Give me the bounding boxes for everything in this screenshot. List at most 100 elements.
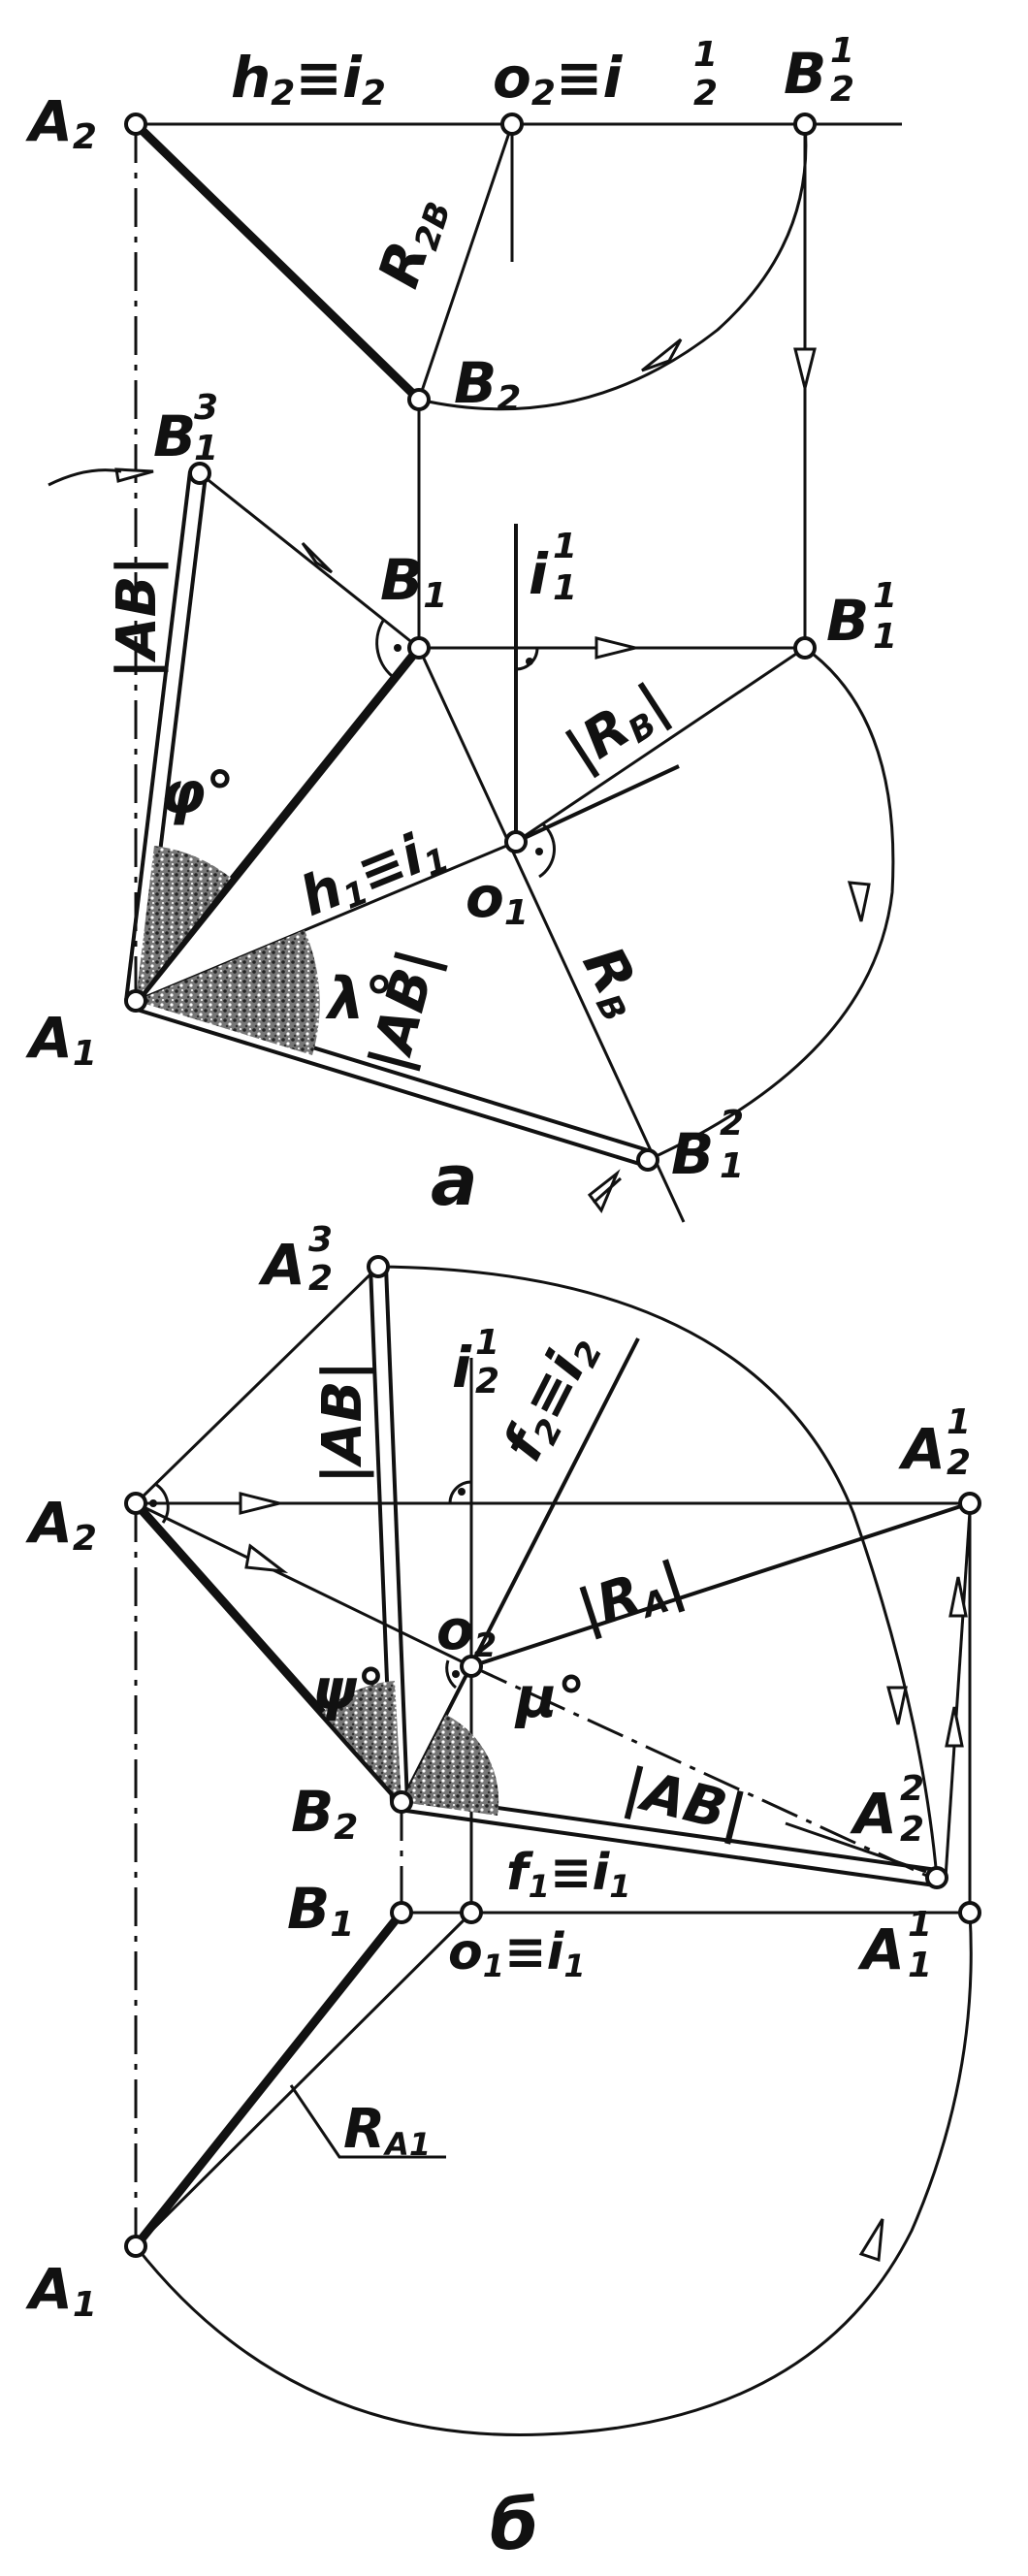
label-b11-sub: 1 bbox=[873, 617, 897, 657]
label-i21-sup: 1 bbox=[475, 1323, 499, 1363]
label-b12: B bbox=[671, 1121, 714, 1187]
caption-a: а bbox=[431, 1140, 478, 1221]
label-i11-sub: 1 bbox=[553, 568, 577, 608]
radius-rb-abs bbox=[515, 646, 806, 844]
label-a21: A bbox=[898, 1416, 946, 1482]
label-i11-sup: 1 bbox=[553, 527, 577, 566]
point-b13 bbox=[188, 462, 211, 485]
label-r2b: R2B bbox=[366, 188, 460, 297]
label-b12-sub: 1 bbox=[720, 1146, 744, 1186]
right-angle-i11 bbox=[515, 647, 539, 671]
right-angle-b1 bbox=[375, 620, 397, 681]
segment-a1-b1-b bbox=[132, 1910, 405, 2249]
label-a23: A bbox=[258, 1232, 305, 1298]
label-b11-sup: 1 bbox=[873, 576, 897, 616]
label-b13-sub: 1 bbox=[194, 429, 218, 468]
label-i21-sub: 2 bbox=[475, 1362, 499, 1401]
label-a21-sup: 1 bbox=[947, 1402, 971, 1442]
label-lambda: λ° bbox=[325, 965, 394, 1033]
label-f2-i2: f2≡i2 bbox=[492, 1323, 611, 1472]
arc-a1-a11 bbox=[134, 1912, 973, 2436]
label-a11: A bbox=[857, 1916, 905, 1982]
label-b21: B bbox=[784, 41, 826, 107]
arrow-arc-b2 bbox=[641, 338, 683, 372]
label-b2: B2 bbox=[454, 350, 521, 419]
label-f1-i1: f1≡i1 bbox=[506, 1844, 631, 1905]
label-b11: B bbox=[826, 588, 869, 654]
label-b1-b: B1 bbox=[287, 1876, 354, 1945]
label-o1: o1 bbox=[466, 864, 529, 933]
radius-r2b bbox=[417, 123, 514, 401]
part-b: A 3 2 |AB| i 1 2 f2≡i2 A 1 2 A2 |RA| ψ° … bbox=[25, 1220, 981, 2565]
arrow-b1-b13 bbox=[301, 541, 334, 574]
label-o2-i21-sup: 1 bbox=[693, 35, 718, 75]
line-o2-a22 bbox=[470, 1664, 932, 1880]
point-o2-b bbox=[460, 1655, 483, 1678]
label-ra1: RA1 bbox=[343, 2098, 431, 2163]
label-b21-sub: 2 bbox=[830, 70, 854, 110]
arc-b11-b12 bbox=[647, 646, 895, 1162]
arrow-a2-o2 bbox=[244, 1543, 289, 1574]
label-h2-i2: h2≡i2 bbox=[231, 45, 386, 113]
point-b2-b bbox=[390, 1790, 413, 1814]
line-a22-a21 bbox=[944, 1510, 972, 1879]
label-b13-sup: 3 bbox=[194, 388, 218, 428]
point-b1 bbox=[407, 636, 431, 660]
point-a2 bbox=[124, 113, 147, 136]
label-i21: i bbox=[452, 1335, 472, 1401]
label-o1-i1-b: o1≡i1 bbox=[448, 1923, 586, 1984]
label-ra-abs: |RA| bbox=[570, 1549, 692, 1645]
label-b1: B1 bbox=[380, 547, 447, 616]
arrow-b13-in bbox=[114, 467, 154, 483]
arc-a23-a22 bbox=[377, 1265, 939, 1879]
point-b2 bbox=[407, 388, 431, 411]
arrow-arc-b11 bbox=[847, 881, 871, 922]
line-b1-b13 bbox=[199, 471, 420, 650]
point-a2-b bbox=[124, 1492, 147, 1515]
segment-ab-true-vert-1 bbox=[124, 470, 192, 1002]
label-a11-sup: 1 bbox=[908, 1905, 932, 1945]
line-rb bbox=[417, 647, 686, 1223]
label-a2: A2 bbox=[25, 88, 97, 157]
label-a23-sub: 2 bbox=[308, 1259, 333, 1299]
angle-mu-fill bbox=[402, 1715, 499, 1816]
label-rb-abs: |RB| bbox=[555, 671, 680, 785]
label-b13: B bbox=[153, 403, 196, 469]
angle-lambda-fill bbox=[136, 930, 320, 1055]
radius-ra1 bbox=[134, 1911, 473, 2248]
label-ab-diag-b: |AB| bbox=[618, 1756, 753, 1848]
point-a1 bbox=[124, 989, 147, 1013]
point-a1-b bbox=[124, 2235, 147, 2258]
label-o2-i21: o2≡i bbox=[493, 45, 624, 113]
label-psi: ψ° bbox=[312, 1657, 385, 1723]
right-angle-a2-dot bbox=[149, 1499, 157, 1507]
label-ab-diag-a: |AB| bbox=[358, 943, 451, 1078]
label-phi: φ° bbox=[160, 759, 235, 827]
angle-phi-fill bbox=[136, 846, 231, 1001]
label-mu: μ° bbox=[514, 1664, 586, 1730]
label-rb: RB bbox=[567, 936, 660, 1029]
right-angle-o2 bbox=[445, 1659, 458, 1690]
right-angle-o2-dot bbox=[452, 1670, 460, 1678]
segment-ab-true-diag-2 bbox=[133, 1007, 647, 1168]
label-b21-sup: 1 bbox=[830, 31, 854, 71]
arrow-b12-out bbox=[587, 1169, 621, 1213]
point-a23-b bbox=[367, 1255, 390, 1278]
point-b1-b bbox=[390, 1901, 413, 1924]
point-a21-b bbox=[958, 1492, 981, 1515]
label-a22: A bbox=[850, 1781, 897, 1847]
label-o2-b: o2 bbox=[436, 1599, 497, 1665]
point-o2 bbox=[500, 113, 524, 136]
part-a: A2 h2≡i2 o2≡i 1 2 B 1 2 R2B B2 B 3 1 |AB… bbox=[25, 31, 902, 1223]
line-extension bbox=[515, 764, 680, 844]
label-b12-sup: 2 bbox=[720, 1104, 744, 1143]
arrow-down-b21 bbox=[793, 347, 817, 389]
segment-a2-b2 bbox=[132, 120, 423, 403]
caption-b: б bbox=[490, 2484, 538, 2565]
label-h1-i1: h1≡i1 bbox=[292, 815, 455, 931]
point-a22-b bbox=[925, 1866, 948, 1889]
label-a22-sub: 2 bbox=[900, 1810, 924, 1850]
point-a11-b bbox=[958, 1901, 981, 1924]
radius-ra-abs bbox=[470, 1501, 971, 1668]
